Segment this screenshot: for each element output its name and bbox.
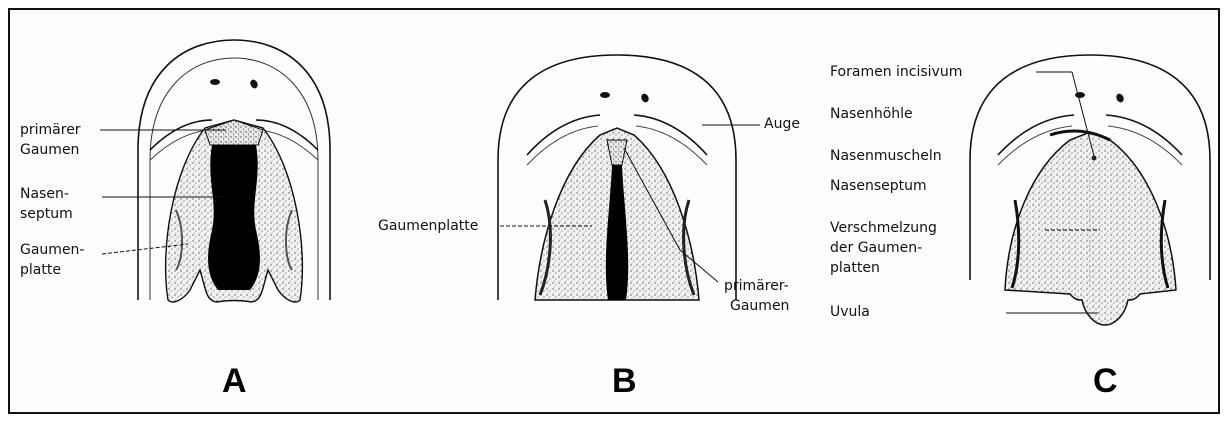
label-c-fusion-3: platten: [830, 258, 880, 278]
panel-letter-c: C: [1093, 362, 1118, 401]
label-b-eye: Auge: [764, 114, 800, 134]
label-c-incisive-foramen: Foramen incisivum: [830, 62, 962, 82]
label-c-nasal-cavity: Nasenhöhle: [830, 104, 913, 124]
label-b-primary-palate-1: primärer-: [724, 276, 789, 296]
diagram-a: [100, 40, 330, 302]
label-a-nasal-septum-2: septum: [20, 204, 73, 224]
label-c-fusion-2: der Gaumen-: [830, 238, 922, 258]
label-c-fusion-1: Verschmelzung: [830, 218, 937, 238]
label-c-nasal-conchae: Nasenmuscheln: [830, 146, 942, 166]
label-c-nasal-septum: Nasenseptum: [830, 176, 927, 196]
label-a-palatal-plate-2: platte: [20, 260, 61, 280]
label-a-primary-palate-2: Gaumen: [20, 140, 79, 160]
label-b-primary-palate-2: Gaumen: [730, 296, 789, 316]
panel-letter-a: A: [222, 362, 247, 401]
diagram-b: [498, 55, 760, 300]
diagram-c: [970, 55, 1210, 325]
panel-letter-b: B: [612, 362, 637, 401]
label-c-uvula: Uvula: [830, 302, 870, 322]
label-a-palatal-plate-1: Gaumen-: [20, 240, 84, 260]
label-a-primary-palate-1: primärer: [20, 120, 81, 140]
label-b-palatal-plate: Gaumenplatte: [378, 216, 478, 236]
label-a-nasal-septum-1: Nasen-: [20, 184, 69, 204]
